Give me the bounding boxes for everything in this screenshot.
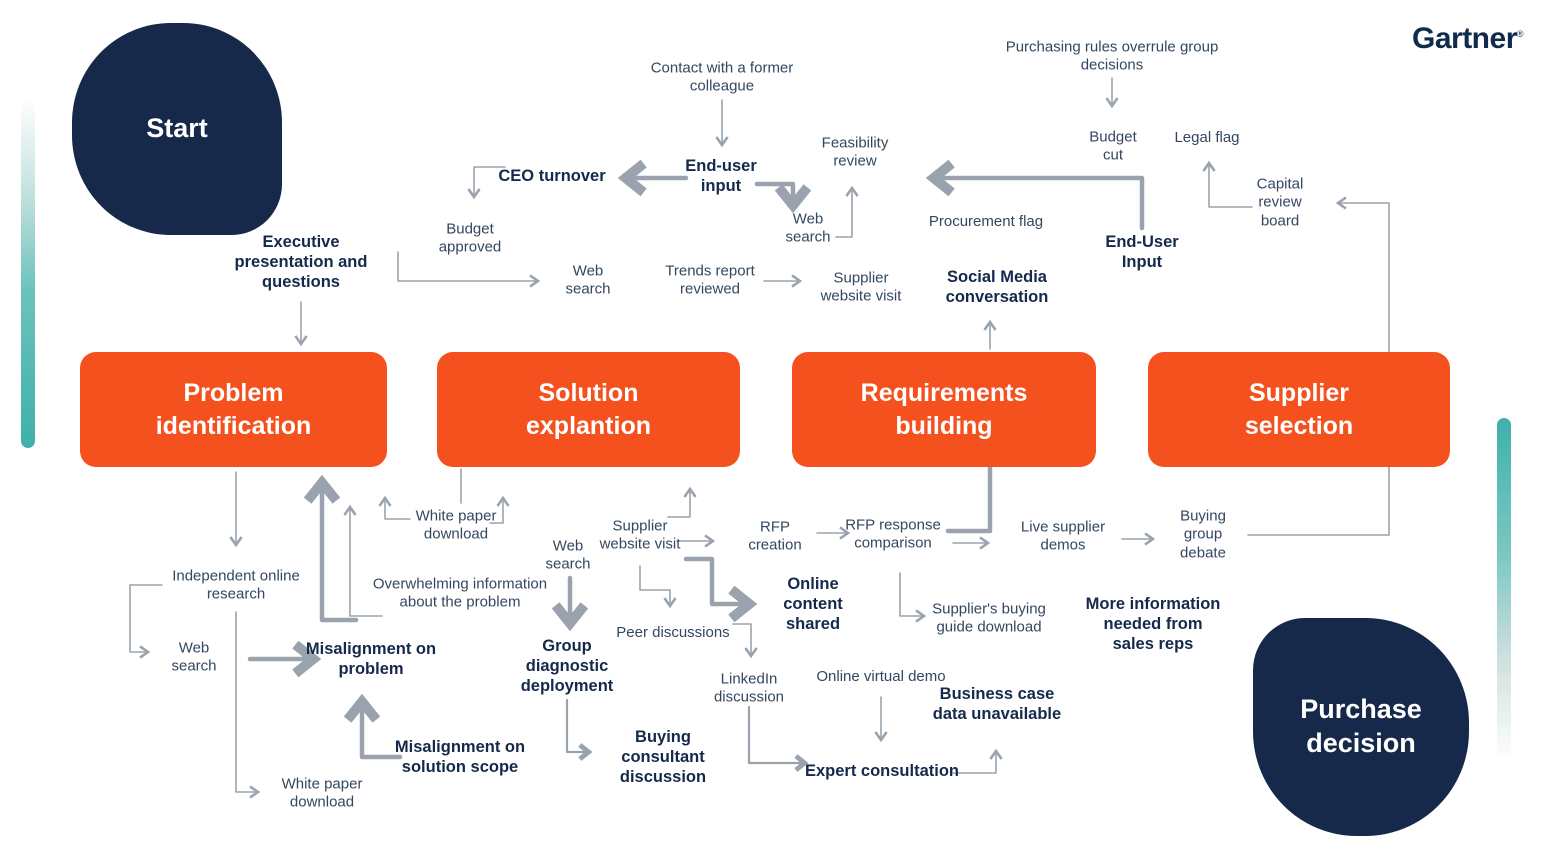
label-live-supplier-demos: Live supplier demos [1020, 518, 1106, 554]
arrow-budgetapproved-to-websearch [397, 251, 541, 288]
arrow-groupdiag-to-consultant [565, 698, 588, 752]
label-social-media-conversation: Social Media conversation [945, 267, 1049, 306]
arrow-overwhelming-up [343, 504, 383, 617]
stage-label: Requirements building [860, 379, 1028, 440]
label-white-paper-download-bottom: White paper download [281, 775, 363, 811]
label-more-information-needed: More information needed from sales reps [1085, 594, 1221, 654]
label-capital-review-board: Capital review board [1256, 175, 1304, 230]
label-trends-report-reviewed: Trends report reviewed [665, 262, 755, 298]
label-linkedin-discussion: LinkedIn discussion [713, 670, 785, 706]
label-misalignment-on-problem: Misalignment on problem [305, 639, 437, 678]
stage-supplier-selection: Supplier selection [1148, 352, 1450, 467]
arrow-expert-to-businesscase [951, 748, 1003, 774]
arrow-supplierwebsite-to-onlinecontent [683, 556, 748, 604]
label-online-content-shared: Online content shared [783, 574, 843, 634]
label-web-search-mid: Web search [565, 262, 611, 298]
label-buying-consultant-discussion: Buying consultant discussion [619, 727, 707, 787]
label-feasibility-review: Feasibility review [821, 134, 889, 170]
label-supplier-website-visit-top: Supplier website visit [820, 269, 902, 305]
line-rfpresponse-to-requirements [945, 464, 993, 534]
label-white-paper-download-top: White paper download [415, 507, 497, 543]
arrow-whitepaper-up-right [489, 495, 510, 524]
label-contact-former-colleague: Contact with a former colleague [650, 59, 794, 95]
start-node: Start [72, 23, 282, 235]
label-supplier-website-visit-mid: Supplier website visit [599, 517, 681, 553]
arrow-misalignment-to-problembox [322, 484, 359, 623]
label-suppliers-buying-guide: Supplier's buying guide download [932, 600, 1046, 636]
arrow-enduserright-back [935, 178, 1145, 231]
arrow-ceo-to-budget-approved [467, 166, 506, 200]
arrow-capitalreview-to-legalflag [1202, 160, 1253, 208]
stage-requirements-building: Requirements building [792, 352, 1096, 467]
start-label: Start [146, 113, 208, 144]
stage-solution-explantion: Solution explantion [437, 352, 740, 467]
gartner-logo: Gartner® [1412, 22, 1524, 56]
label-purchasing-rules: Purchasing rules overrule group decision… [1005, 38, 1219, 74]
purchase-decision-label: Purchase decision [1300, 694, 1422, 758]
label-overwhelming-information: Overwhelming information about the probl… [372, 575, 548, 611]
arrow-independent-to-whitepaper [235, 611, 261, 799]
teal-stripe-left [21, 98, 35, 448]
arrow-supplierwebsite-up [667, 486, 697, 518]
teal-stripe-right [1497, 418, 1511, 763]
stage-label: Problem identification [155, 379, 312, 440]
purchase-decision-node: Purchase decision [1253, 618, 1469, 836]
label-online-virtual-demo: Online virtual demo [816, 667, 946, 685]
label-peer-discussions: Peer discussions [616, 623, 730, 641]
arrow-rfpresponse-to-buyingguide [899, 572, 927, 623]
stage-problem-identification: Problem identification [80, 352, 387, 467]
label-expert-consultation: Expert consultation [804, 761, 960, 780]
label-end-user-input-top: End-user input [685, 156, 757, 195]
registered-mark: ® [1516, 29, 1524, 39]
arrow-supplierwebsite-to-peer [639, 565, 677, 609]
label-procurement-flag: Procurement flag [928, 212, 1044, 230]
label-web-search-left: Web search [171, 639, 217, 675]
arrow-scope-to-misalignment [362, 703, 403, 760]
label-business-case-data-unavailable: Business case data unavailable [932, 684, 1062, 723]
arrow-peer-to-linkedin [732, 623, 758, 659]
label-misalignment-on-solution-scope: Misalignment on solution scope [394, 737, 526, 776]
label-rfp-creation: RFP creation [748, 518, 802, 554]
label-group-diagnostic-deployment: Group diagnostic deployment [520, 636, 614, 696]
arrow-independent-to-websearch [129, 584, 163, 659]
arrow-websearch-to-feasibility [835, 185, 859, 238]
label-budget-cut: Budget cut [1089, 128, 1137, 164]
label-legal-flag: Legal flag [1174, 128, 1240, 146]
gartner-logo-text: Gartner [1412, 22, 1517, 55]
label-executive-presentation: Executive presentation and questions [234, 232, 368, 292]
stage-label: Solution explantion [525, 379, 651, 440]
arrow-enduser-to-websearch [754, 181, 793, 204]
arrow-linkedin-to-expert [747, 705, 804, 763]
label-end-user-input-right: End-User Input [1105, 232, 1179, 271]
label-budget-approved: Budget approved [438, 220, 502, 256]
label-web-search-top-right: Web search [785, 210, 831, 246]
label-ceo-turnover: CEO turnover [498, 166, 606, 185]
label-buying-group-debate: Buying group debate [1180, 507, 1226, 562]
arrow-whitepaper-up-left [378, 495, 411, 520]
stage-label: Supplier selection [1244, 379, 1354, 440]
label-web-search-center: Web search [545, 537, 591, 573]
label-independent-online-research: Independent online research [172, 567, 300, 603]
label-rfp-response-comparison: RFP response comparison [845, 516, 941, 552]
